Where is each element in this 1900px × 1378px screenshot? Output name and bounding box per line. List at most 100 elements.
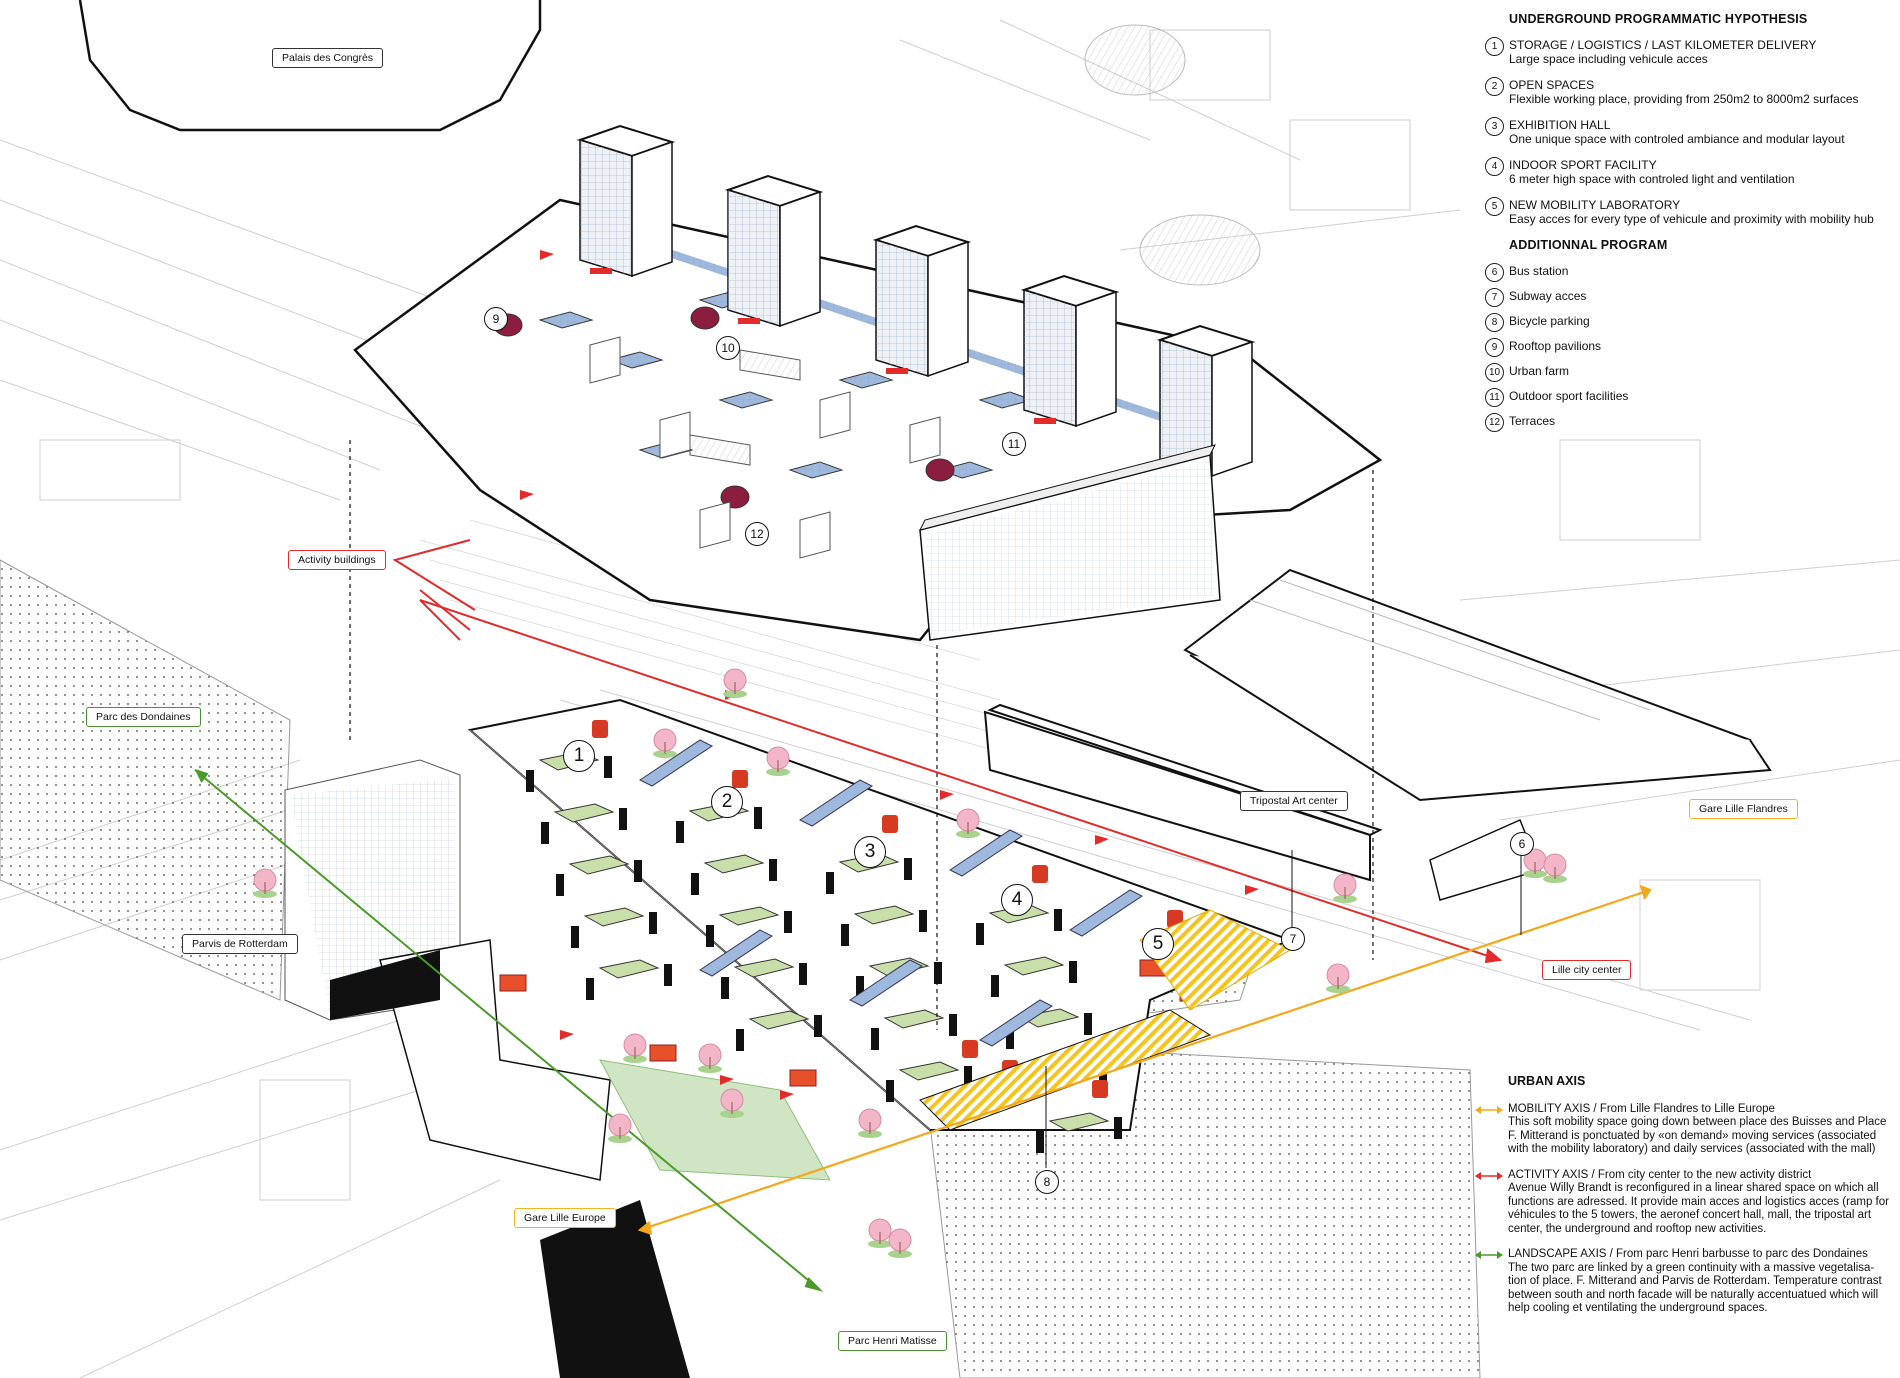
black-wall: [964, 1066, 972, 1088]
patio: [1003, 956, 1065, 976]
black-wall: [754, 807, 762, 829]
towers: [576, 124, 1256, 478]
label-palais-des-congres: Palais des Congrès: [272, 48, 384, 68]
tree: [858, 1108, 882, 1138]
map-number-3: 3: [854, 836, 886, 868]
map-number-2: 2: [711, 786, 743, 818]
additional-item-label: Subway acces: [1509, 289, 1587, 303]
map-number-1: 1: [563, 740, 595, 772]
label-gare-lille-flandres: Gare Lille Flandres: [1689, 799, 1798, 819]
patio: [598, 959, 660, 979]
gare-lille-flandres-building: [1183, 568, 1772, 802]
black-wall: [619, 808, 627, 830]
black-wall: [1084, 1013, 1092, 1035]
legend-item-desc: Easy acces for every type of vehicule an…: [1509, 212, 1874, 226]
black-wall: [586, 978, 594, 1000]
label-tripostal: Tripostal Art center: [1240, 791, 1348, 811]
patio: [568, 855, 630, 875]
tree: [723, 668, 747, 698]
map-number-9: 9: [484, 307, 508, 331]
additional-item: 11 Outdoor sport facilities: [1485, 388, 1885, 407]
additional-item: 12 Terraces: [1485, 413, 1885, 432]
legend-item-desc: Flexible working place, providing from 2…: [1509, 92, 1859, 106]
tree: [608, 1113, 632, 1143]
legend-number: 2: [1485, 77, 1504, 96]
glass-volume: [639, 739, 713, 787]
red-volume: [499, 974, 527, 992]
black-wall: [871, 1028, 879, 1050]
additional-item: 6 Bus station: [1485, 263, 1885, 282]
black-wall: [841, 924, 849, 946]
black-wall: [919, 910, 927, 932]
black-wall: [826, 872, 834, 894]
urban-axis-desc: Avenue Willy Brandt is reconfigured in a…: [1508, 1182, 1889, 1235]
rooftop-pavilion: [925, 458, 955, 482]
glass-volume: [699, 929, 773, 977]
skylight: [788, 461, 844, 479]
legend-item-title: NEW MOBILITY LABORATORY: [1509, 198, 1681, 212]
tower: [872, 224, 972, 378]
legend-item: 4 INDOOR SPORT FACILITY 6 meter high spa…: [1485, 157, 1885, 186]
black-wall: [991, 975, 999, 997]
double-arrow-icon: [1475, 1251, 1503, 1259]
skylight: [718, 391, 774, 409]
legend-number: 3: [1485, 117, 1504, 136]
glass-volume: [949, 829, 1023, 877]
access-marker: [720, 1075, 734, 1085]
black-wall: [649, 912, 657, 934]
legend-item-title: OPEN SPACES: [1509, 78, 1595, 92]
tree: [1326, 963, 1350, 993]
legend-item: 2 OPEN SPACES Flexible working place, pr…: [1485, 77, 1885, 106]
map-number-5: 5: [1142, 928, 1174, 960]
map-number-4: 4: [1001, 884, 1033, 916]
access-marker: [520, 490, 534, 500]
legend-number: 12: [1485, 413, 1504, 432]
skylight: [608, 351, 664, 369]
red-cylinder: [882, 815, 898, 833]
trees: [253, 668, 1567, 1258]
rooftop-volume: [819, 391, 851, 439]
skylight: [838, 371, 894, 389]
greenhouse: [689, 434, 751, 466]
black-wall: [814, 1015, 822, 1037]
mobility-axis-arrow: [637, 884, 1652, 1236]
black-wall: [934, 962, 942, 984]
label-lille-city-center: Lille city center: [1542, 960, 1632, 980]
glass-volume: [849, 959, 923, 1007]
urban-axis-item: ACTIVITY AXIS / From city center to the …: [1475, 1169, 1890, 1237]
patio: [853, 905, 915, 925]
legend-item-title: EXHIBITION HALL: [1509, 118, 1611, 132]
black-wall: [604, 756, 612, 778]
legend-item-desc: Large space including vehicule acces: [1509, 52, 1708, 66]
red-cylinder: [1032, 865, 1048, 883]
additional-item: 9 Rooftop pavilions: [1485, 338, 1885, 357]
patio: [553, 803, 615, 823]
black-wall: [976, 923, 984, 945]
black-wall: [736, 1029, 744, 1051]
black-wall: [1006, 1027, 1014, 1049]
legend-number: 6: [1485, 263, 1504, 282]
programmatic-legend: UNDERGROUND PROGRAMMATIC HYPOTHESIS 1 ST…: [1485, 12, 1885, 439]
legend-number: 1: [1485, 37, 1504, 56]
label-parc-des-dondaines: Parc des Dondaines: [86, 707, 201, 727]
black-wall: [541, 822, 549, 844]
rooftop-pavilion: [690, 306, 720, 330]
rooftop-volume: [659, 411, 691, 459]
tower: [576, 124, 676, 278]
tree: [868, 1218, 892, 1248]
access-marker: [1245, 885, 1259, 895]
legend-number: 4: [1485, 157, 1504, 176]
legend-number: 7: [1485, 288, 1504, 307]
black-wall: [676, 821, 684, 843]
greenhouse: [739, 349, 801, 381]
black-wall: [886, 1080, 894, 1102]
additional-item-label: Rooftop pavilions: [1509, 339, 1602, 353]
urban-axis-desc: The two parc are linked by a green conti…: [1508, 1261, 1882, 1315]
additional-program-title: ADDITIONNAL PROGRAM: [1509, 238, 1668, 252]
red-volume: [789, 1069, 817, 1087]
black-wall: [949, 1014, 957, 1036]
tree: [623, 1033, 647, 1063]
rail-tracks: [419, 519, 1031, 761]
rooftop-volume: [799, 511, 831, 559]
black-wall: [571, 926, 579, 948]
